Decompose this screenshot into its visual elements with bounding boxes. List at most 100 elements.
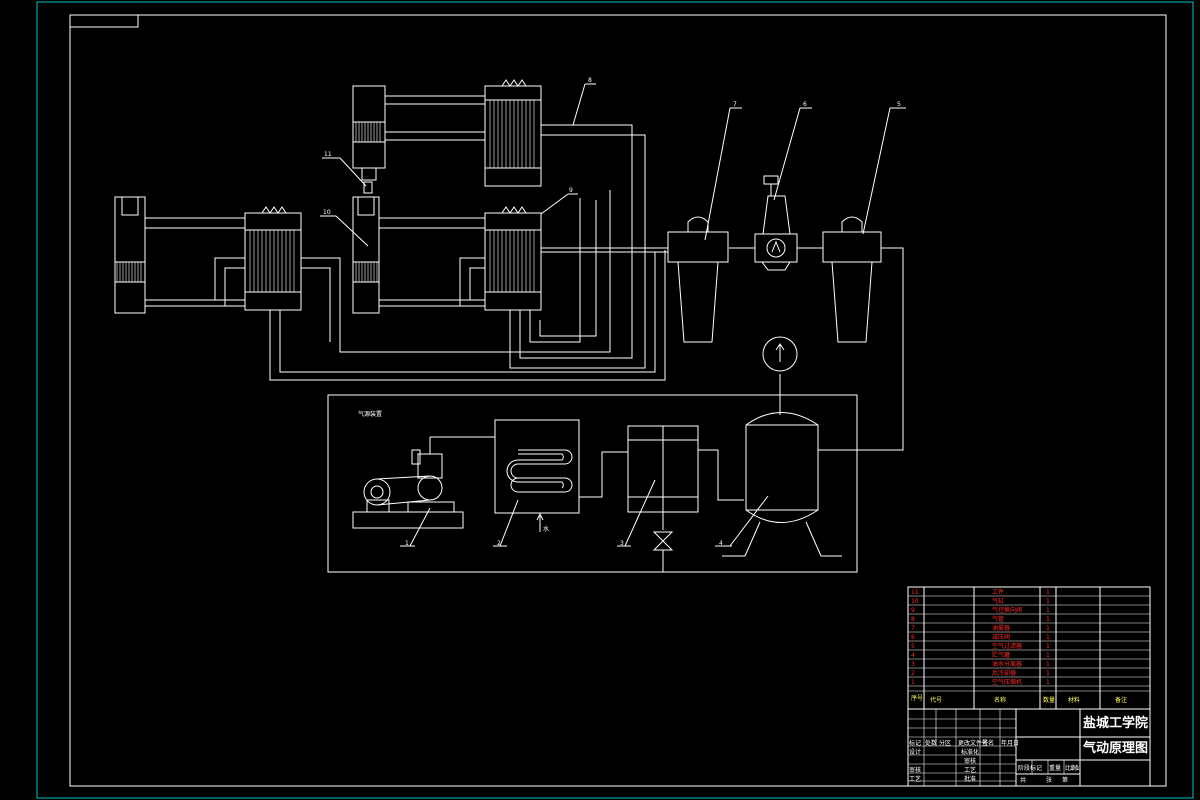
bom-header-name: 名称 [994, 696, 1006, 704]
bom-row-seq: 9 [911, 607, 915, 614]
bom-row-qty: 1 [1046, 679, 1050, 686]
bom-row-seq: 8 [911, 616, 915, 623]
bom-row-qty: 1 [1046, 598, 1050, 605]
bom-row-qty: 1 [1046, 670, 1050, 677]
tb-zone: 分区 [939, 739, 951, 747]
pipe-separator-tank [698, 449, 744, 501]
bom-header-qty: 数量 [1043, 696, 1055, 704]
after-cooler: 水 [494, 419, 580, 533]
callout-5: 5 [897, 101, 901, 108]
workpiece [363, 181, 373, 194]
bom-row-qty: 1 [1046, 607, 1050, 614]
tb-page: 第 [1062, 776, 1068, 784]
valve-left [244, 206, 302, 311]
oil-water-separator [627, 425, 699, 572]
tb-craft: 工艺 [909, 775, 921, 783]
bom-row-name: 气缸 [992, 597, 1004, 605]
bom-row-name: 油雾器 [992, 624, 1010, 632]
bom-row-seq: 11 [911, 589, 919, 596]
bom-row-name: 气管 [992, 615, 1004, 623]
bom-row-name: 减压阀 [992, 633, 1010, 641]
bom-header-seq: 序号 [911, 694, 923, 702]
valve-top [484, 79, 542, 187]
tb-scale: 1:1 [1070, 765, 1080, 772]
bom-row-seq: 6 [911, 634, 915, 641]
tb-weight: 重量 [1049, 764, 1061, 772]
air-filter [822, 216, 882, 343]
tb-review: 审核 [964, 757, 976, 765]
tb-mark: 标记 [909, 739, 921, 747]
bom-table [907, 586, 1151, 710]
callout-6: 6 [803, 101, 807, 108]
inner-frame [69, 14, 1167, 787]
bom-row-name: 空气压缩机 [992, 678, 1022, 686]
bom-row-qty: 1 [1046, 634, 1050, 641]
tb-total: 共 [1020, 776, 1026, 784]
drawing-title: 气动原理图 [1083, 740, 1148, 756]
tb-date: 年月日 [1001, 739, 1019, 747]
pipes [214, 124, 904, 451]
bom-row-qty: 1 [1046, 643, 1050, 650]
callout-4: 4 [719, 540, 723, 547]
bom-row-name: 贮气罐 [992, 651, 1010, 659]
tb-count: 处数 [925, 739, 937, 747]
bom-row-qty: 1 [1046, 652, 1050, 659]
pipe-cooler-separator [579, 451, 628, 498]
pressure-regulator [754, 175, 798, 271]
tb-ratio: 比例 [1065, 764, 1077, 772]
bom-row-name: 空气过滤器 [992, 642, 1022, 650]
water-label: 水 [543, 525, 549, 533]
callout-11: 11 [324, 151, 332, 158]
callout-8: 8 [588, 77, 592, 84]
air-compressor [352, 436, 495, 529]
tb-craft-2: 工艺 [964, 766, 976, 774]
bom-row-qty: 1 [1046, 625, 1050, 632]
bom-row-seq: 7 [911, 625, 915, 632]
outer-frame [36, 1, 1194, 799]
bom-row-seq: 1 [911, 679, 915, 686]
bom-row-qty: 1 [1046, 616, 1050, 623]
air-receiver [722, 412, 842, 557]
bom-row-seq: 2 [911, 670, 915, 677]
callout-9: 9 [569, 187, 573, 194]
bom-row-seq: 3 [911, 661, 915, 668]
cylinder-top [352, 85, 486, 194]
bom-row-seq: 5 [911, 643, 915, 650]
bom-row-seq: 10 [911, 598, 919, 605]
bom-row-name: 后冷却器 [992, 669, 1016, 677]
school-name: 盐城工学院 [1083, 715, 1148, 731]
valve-middle [484, 206, 542, 311]
receiver-gauge [762, 336, 798, 372]
tb-sign: 签名 [982, 739, 994, 747]
bom-row-name: 油水分离器 [992, 660, 1022, 668]
air-source-box [327, 394, 858, 573]
tb-stage-mark: 阶段标记 [1018, 764, 1042, 772]
lubricator [667, 216, 729, 343]
bom-row-name: 工件 [992, 588, 1004, 596]
cylinder-middle [352, 196, 486, 314]
title-block: 标记 处数 分区 更改文件号 签名 年月日 设计 标准化 审核 审核 工艺 工艺… [907, 708, 1151, 787]
tb-audit: 审核 [909, 766, 921, 774]
bom-header-code: 代号 [930, 696, 942, 704]
callout-3: 3 [620, 540, 624, 547]
callout-7: 7 [733, 101, 737, 108]
callout-1: 1 [405, 540, 409, 547]
bom-header-note: 备注 [1115, 696, 1127, 704]
bom-row-qty: 1 [1046, 589, 1050, 596]
bom-header-material: 材料 [1068, 696, 1080, 704]
bom-header: 序号 代号 名称 数量 材料 备注 [911, 694, 1127, 704]
callouts: 1 2 3 4 5 6 7 8 9 10 11 [320, 77, 906, 547]
bom-row-name: 气控换向阀 [992, 606, 1022, 614]
tb-designer: 设计 [909, 748, 921, 756]
tb-change-doc: 更改文件号 [958, 739, 988, 747]
callout-2: 2 [497, 540, 501, 547]
tb-sheet: 张 [1046, 776, 1052, 784]
bom-row-qty: 1 [1046, 661, 1050, 668]
tb-approve: 批准 [964, 775, 976, 783]
tb-standardize: 标准化 [961, 748, 979, 756]
callout-10: 10 [323, 209, 331, 216]
air-source-label: 气源装置 [358, 410, 382, 418]
bom-row-seq: 4 [911, 652, 915, 659]
